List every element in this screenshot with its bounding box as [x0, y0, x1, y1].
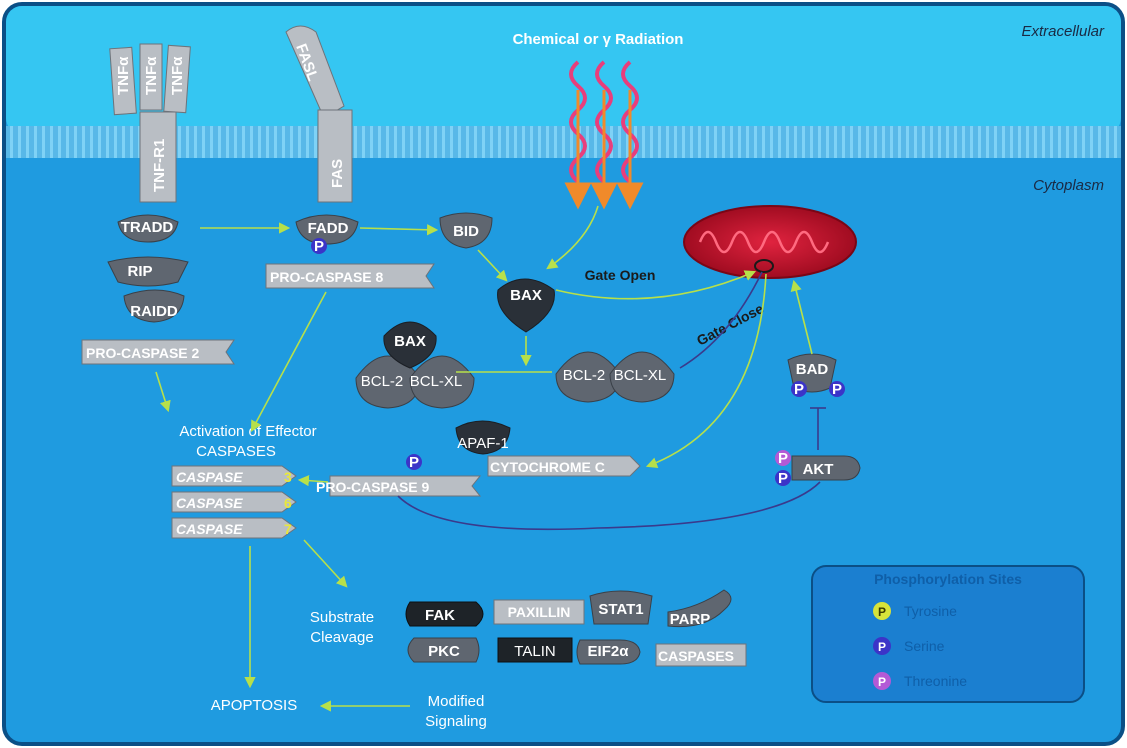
radiation-waves [564, 60, 644, 210]
legend-serine-swatch [873, 637, 891, 655]
pro-caspase-8-label: PRO-CASPASE 8 [270, 269, 384, 285]
bcl-complex-right: BCL-2 BCL-XL [555, 351, 675, 403]
substrate-label-line2: Cleavage [310, 629, 373, 646]
rip-shape [107, 256, 189, 287]
fadd-p: P [314, 238, 324, 255]
caspase-3-num: 3 [284, 469, 292, 485]
legend-tyrosine-swatch [873, 602, 891, 620]
mitochondrion [683, 205, 857, 279]
raidd-shape [123, 289, 185, 323]
legend-threonine-label: Threonine [904, 673, 967, 689]
bax-shape [497, 278, 555, 333]
rip-label: RIP [127, 263, 152, 280]
fadd-label: FADD [308, 220, 349, 237]
svg-text:P: P [878, 675, 886, 689]
stat1-label: STAT1 [598, 601, 643, 618]
stimulus-label: Chemical or γ Radiation [513, 31, 684, 48]
activation-label-line1: Activation of Effector [179, 423, 316, 440]
paxillin-label: PAXILLIN [508, 604, 571, 620]
tnf-receptor-complex: TNFα TNFα TNFα TNF-R1 [109, 43, 191, 203]
bcl2-right-label: BCL-2 [563, 367, 606, 384]
tradd-shape [117, 214, 179, 243]
tradd-label: TRADD [121, 219, 174, 236]
pro-caspase-9-label: PRO-CASPASE 9 [316, 479, 430, 495]
effector-caspases: CASPASE 3 CASPASE 6 CASPASE 7 [171, 465, 297, 539]
pro-caspase-8-bar [265, 263, 435, 289]
apaf1-shape [455, 420, 511, 455]
caspase-7-num: 7 [284, 521, 292, 537]
svg-text:P: P [778, 470, 788, 487]
tnf-alpha-2: TNFα [143, 56, 160, 95]
bad-phospho-2 [829, 381, 845, 397]
tnfr1-label: TNF-R1 [151, 139, 168, 192]
bclxl-right-label: BCL-XL [614, 367, 667, 384]
cytochrome-c-label: CYTOCHROME C [490, 459, 605, 475]
cytochrome-c-bar [487, 455, 641, 477]
parp-label: PARP [670, 611, 711, 628]
cell-membrane [6, 126, 1121, 162]
svg-text:P: P [878, 640, 886, 654]
substrate-proteins: FAK PAXILLIN STAT1 PARP PKC TALIN EIF2α … [405, 589, 747, 667]
raidd-label: RAIDD [130, 303, 178, 320]
bax-bcl-complex-left: BAX BCL-2 BCL-XL [355, 321, 475, 409]
modified-label-line2: Signaling [425, 713, 487, 730]
caspase-6-label: CASPASE [176, 495, 243, 511]
apoptosis-label: APOPTOSIS [211, 697, 297, 714]
bclxl-left-label: BCL-XL [410, 373, 463, 390]
substrate-label-line1: Substrate [310, 609, 374, 626]
extracellular-label: Extracellular [1021, 23, 1105, 40]
svg-text:P: P [794, 381, 804, 398]
legend-tyrosine-label: Tyrosine [904, 603, 957, 619]
bid-shape [439, 212, 493, 249]
pkc-label: PKC [428, 643, 460, 660]
caspase-7-label: CASPASE [176, 521, 243, 537]
bad-phospho-1 [791, 381, 807, 397]
fadd-shape [295, 214, 359, 245]
pro-caspase-2-bar [81, 339, 235, 365]
eif2a-label: EIF2α [588, 643, 630, 660]
tnf-alpha-1: TNFα [115, 56, 132, 95]
bid-label: BID [453, 223, 479, 240]
pro-caspase-2-label: PRO-CASPASE 2 [86, 345, 200, 361]
inhibition-lines [397, 271, 826, 531]
pro-caspase-9-bar [329, 475, 482, 497]
legend-title: Phosphorylation Sites [874, 571, 1022, 587]
gate-open-label: Gate Open [585, 267, 656, 283]
akt-shape [791, 455, 861, 481]
bax-complex-label: BAX [394, 333, 426, 350]
akt-phospho-serine [775, 470, 791, 486]
extracellular-region [6, 6, 1121, 134]
phosphorylation-legend: Phosphorylation Sites P Tyrosine P Serin… [811, 565, 1085, 703]
bad-label: BAD [796, 361, 829, 378]
mitochondrial-pore [754, 259, 774, 273]
tnf-alpha-3: TNFα [169, 56, 186, 95]
fas-receptor-complex: FASL FAS [285, 25, 353, 203]
bax-label: BAX [510, 287, 542, 304]
activation-label-line2: CASPASES [196, 443, 276, 460]
akt-phospho-threonine [775, 450, 791, 466]
bcl2-left-label: BCL-2 [361, 373, 404, 390]
svg-text:P: P [878, 605, 886, 619]
legend-threonine-swatch [873, 672, 891, 690]
cytoplasm-label: Cytoplasm [1033, 177, 1104, 194]
fas-label: FAS [329, 159, 346, 188]
pro-caspase-9-phospho [406, 454, 422, 470]
apaf1-label: APAF-1 [457, 435, 508, 452]
legend-serine-label: Serine [904, 638, 945, 654]
akt-label: AKT [803, 461, 834, 478]
caspase-6-num: 6 [284, 495, 292, 511]
caspases-substrate-label: CASPASES [658, 648, 734, 664]
svg-text:P: P [778, 450, 788, 467]
fak-label: FAK [425, 607, 455, 624]
fadd-phospho-serine [311, 238, 327, 254]
svg-text:P: P [832, 381, 842, 398]
caspase-3-label: CASPASE [176, 469, 243, 485]
talin-label: TALIN [514, 643, 555, 660]
mitochondrion-cristae [698, 230, 830, 254]
pathway-arrows [155, 205, 813, 712]
modified-label-line1: Modified [428, 693, 485, 710]
svg-text:P: P [409, 454, 419, 471]
